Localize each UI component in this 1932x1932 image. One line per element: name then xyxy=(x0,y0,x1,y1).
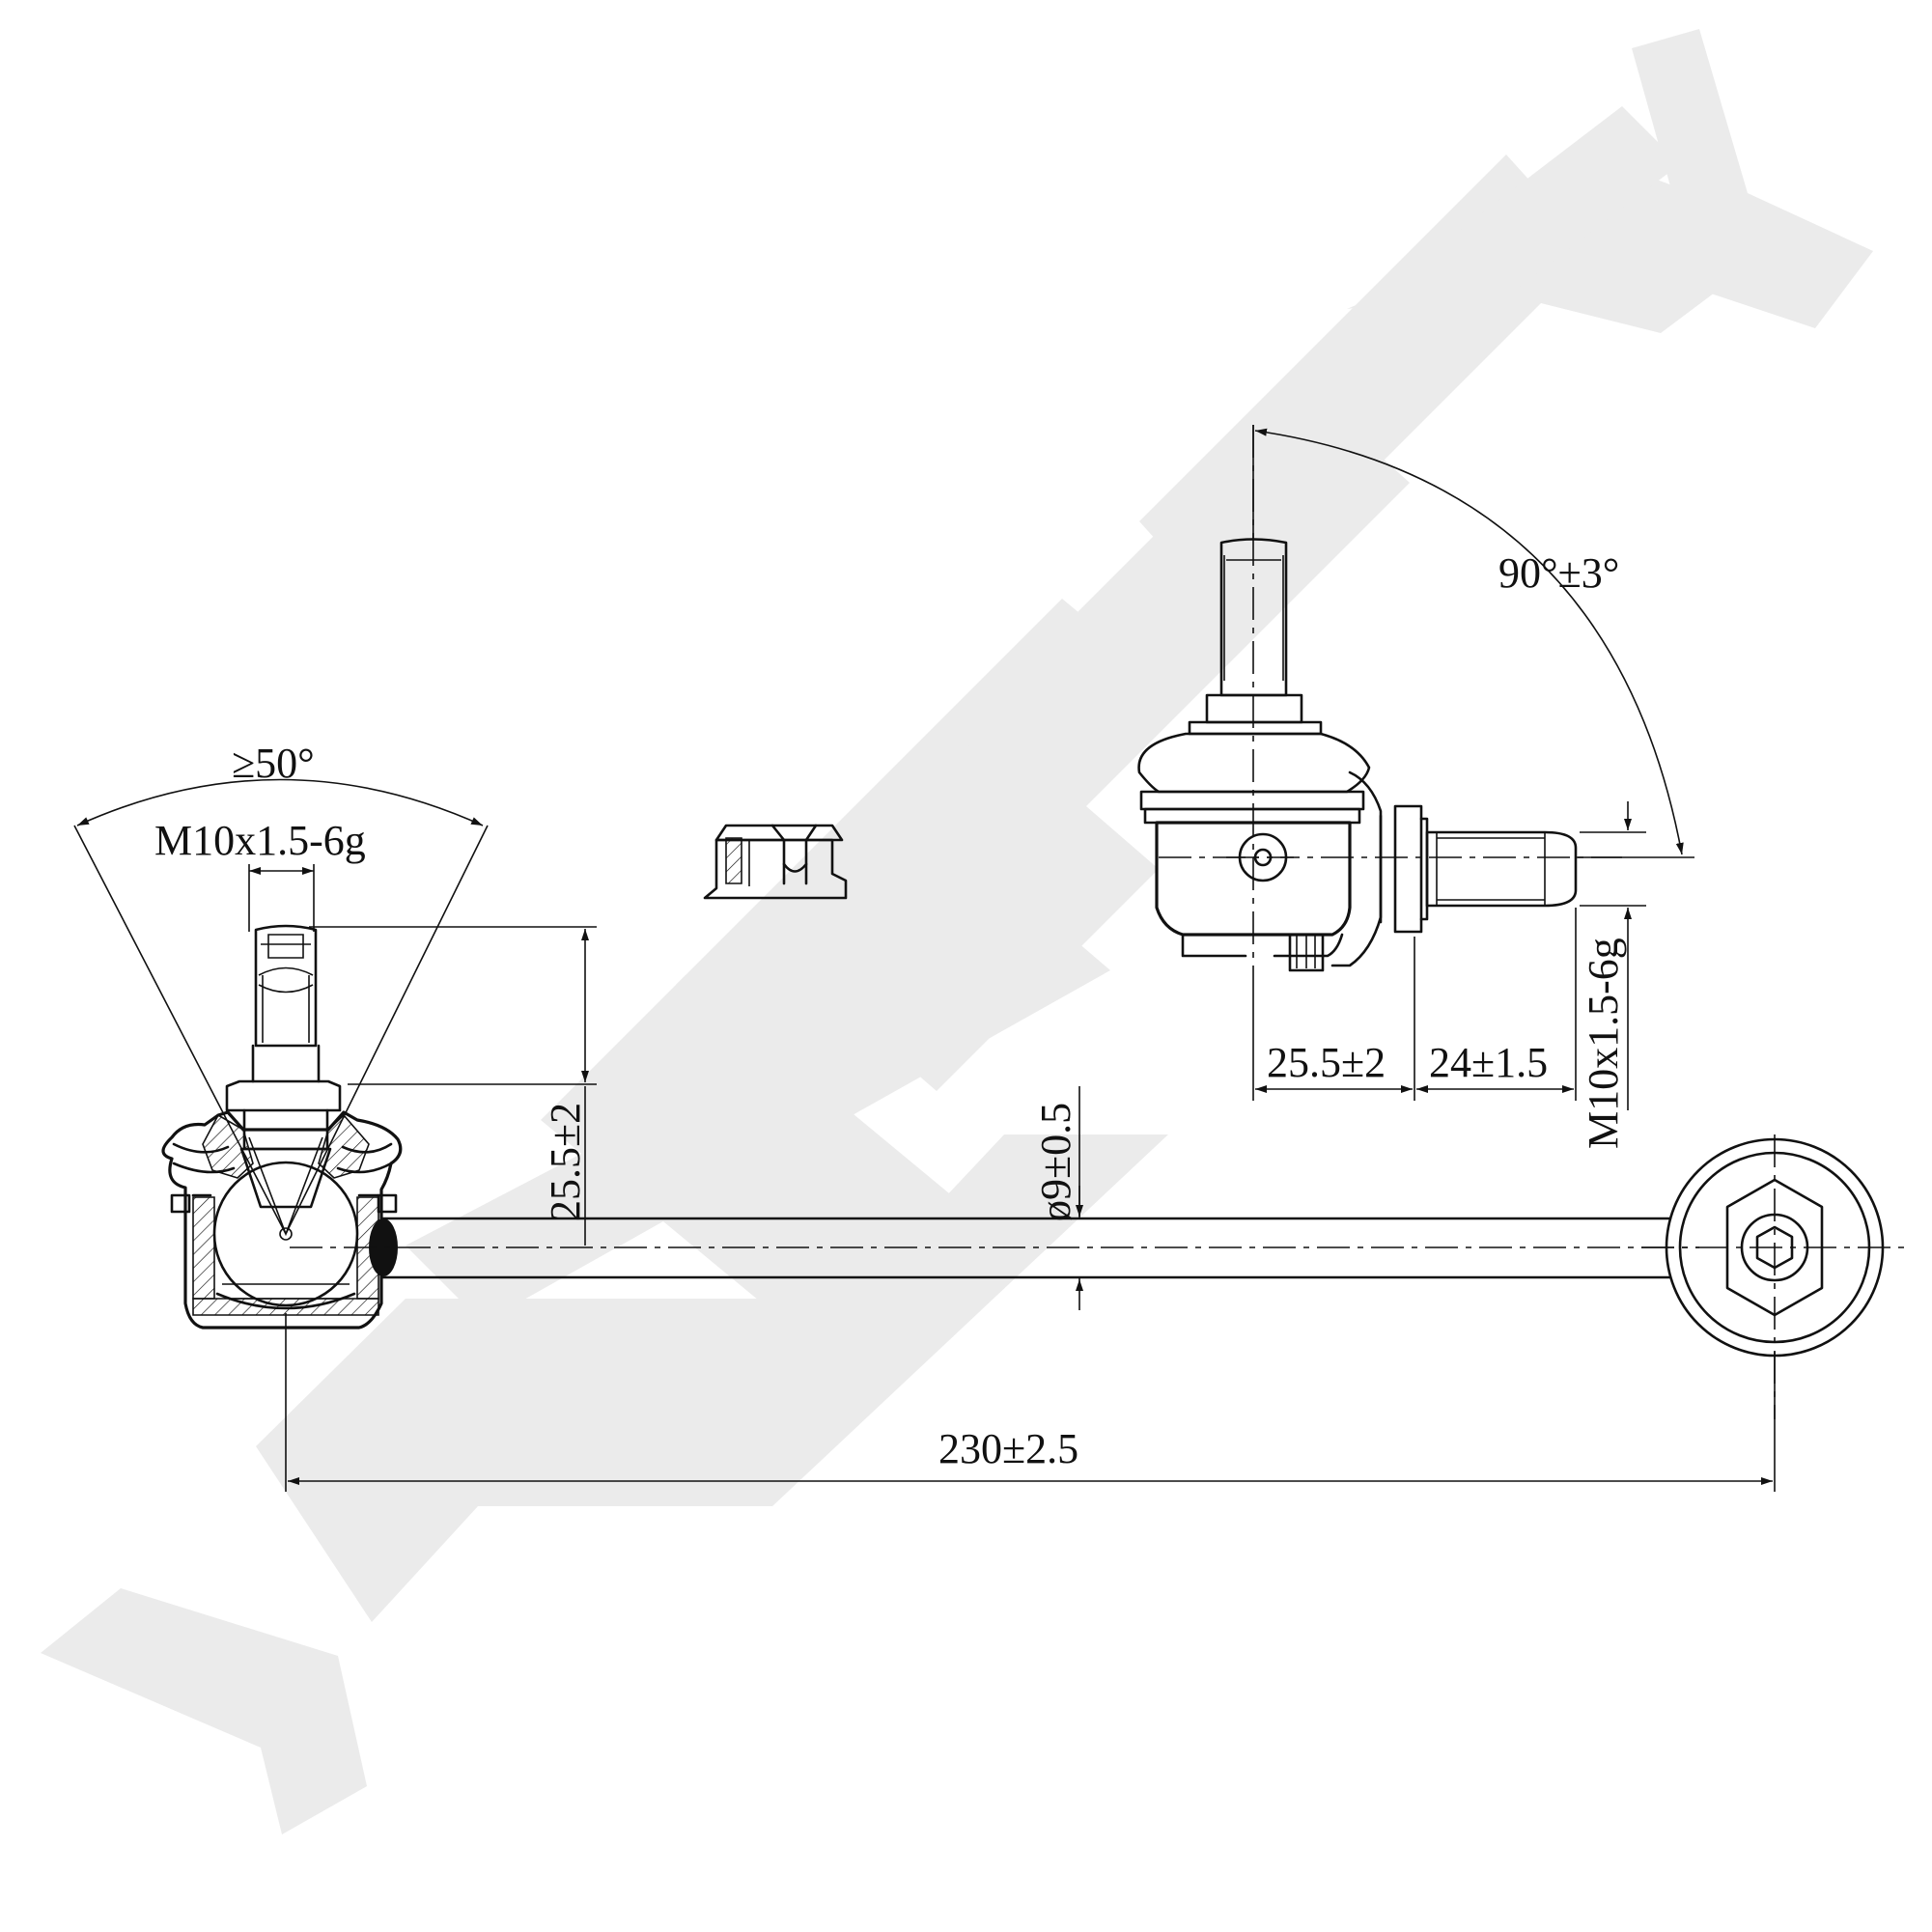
left-housing xyxy=(161,1110,403,1330)
right-stud-length-label: 24±1.5 xyxy=(1429,1039,1548,1086)
dimension-labels: ≥50° M10x1.5-6g 25.5±2 ø9±0.5 230±2.5 90… xyxy=(154,549,1627,1472)
right-offset-label: 25.5±2 xyxy=(1267,1039,1386,1086)
right-thread-label: M10x1.5-6g xyxy=(1580,938,1627,1149)
flange-nut xyxy=(703,824,848,900)
rod-diameter-label: ø9±0.5 xyxy=(1032,1103,1079,1221)
left-thread-label: M10x1.5-6g xyxy=(154,817,366,864)
link-rod xyxy=(290,1217,1699,1279)
left-swing-angle-label: ≥50° xyxy=(232,740,315,787)
left-ball-joint xyxy=(161,924,403,1330)
left-hex-flange xyxy=(225,1079,342,1112)
total-length-label: 230±2.5 xyxy=(938,1425,1078,1472)
left-stud-length-label: 25.5±2 xyxy=(542,1103,589,1221)
dimension-lines xyxy=(73,425,1776,1492)
left-stud xyxy=(254,924,318,1048)
brand-watermark xyxy=(41,29,1873,1834)
right-angle-label: 90°±3° xyxy=(1498,549,1619,597)
